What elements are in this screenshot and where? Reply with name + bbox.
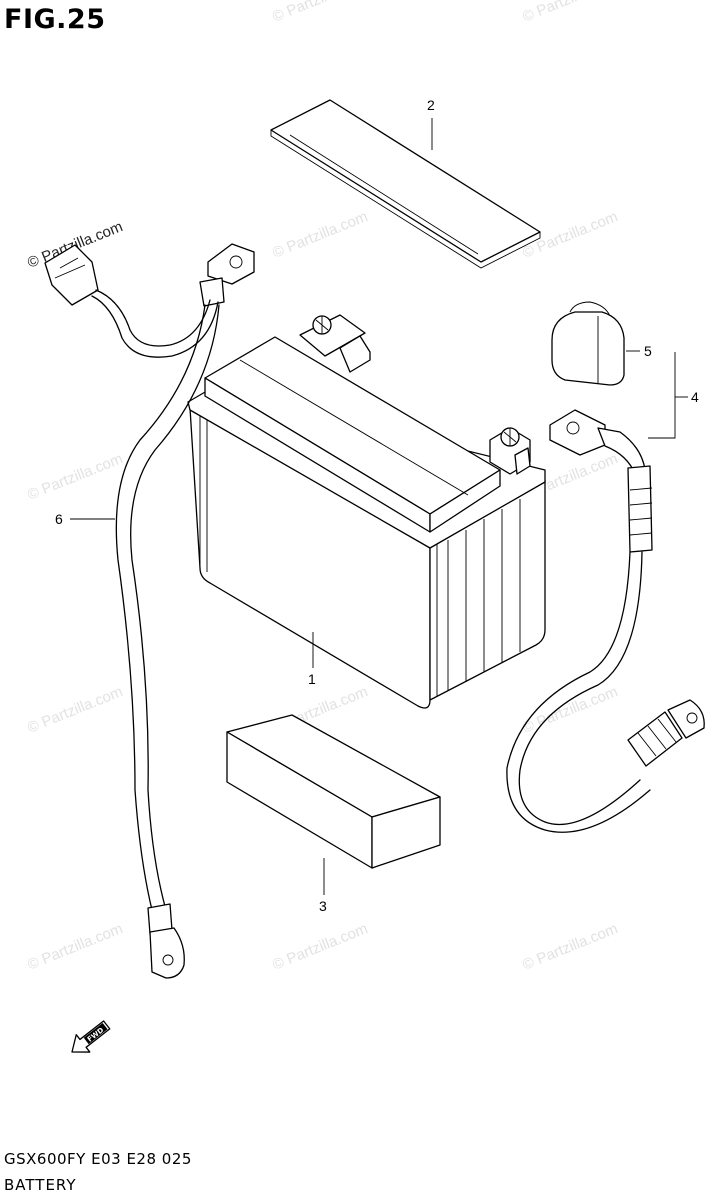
watermark: © Partzilla.com	[520, 683, 620, 737]
watermark: © Partzilla.com	[25, 450, 125, 504]
callout-2: 2	[427, 97, 435, 113]
callout-labels: 2 1 3 5 4 6	[55, 97, 699, 914]
part-5-terminal-cover	[551, 301, 625, 386]
figure-title: FIG.25	[4, 4, 106, 35]
watermark: © Partzilla.com	[270, 920, 370, 974]
part-3-bottom-pad	[226, 714, 441, 869]
callout-5: 5	[644, 343, 652, 359]
watermark: © Partzilla.com	[520, 920, 620, 974]
watermark: © Partzilla.com	[270, 208, 370, 262]
watermark: © Partzilla.com	[25, 683, 125, 737]
part-4-positive-cable	[506, 409, 705, 833]
part-2-top-pad	[270, 99, 541, 269]
watermark: © Partzilla.com	[520, 0, 620, 26]
callout-1: 1	[308, 671, 316, 687]
watermark: © Partzilla.com	[270, 0, 370, 26]
callout-6: 6	[55, 511, 63, 527]
callout-3: 3	[319, 898, 327, 914]
fwd-arrow-icon: FWD	[71, 1020, 111, 1053]
footer-figure-name: BATTERY	[4, 1176, 77, 1194]
callout-4: 4	[691, 389, 699, 405]
footer-figure-code: GSX600FY E03 E28 025	[4, 1150, 192, 1168]
watermark: © Partzilla.com	[25, 920, 125, 974]
leader-lines	[70, 118, 688, 895]
part-1-battery	[187, 314, 546, 709]
part-6-negative-cable	[44, 243, 255, 979]
